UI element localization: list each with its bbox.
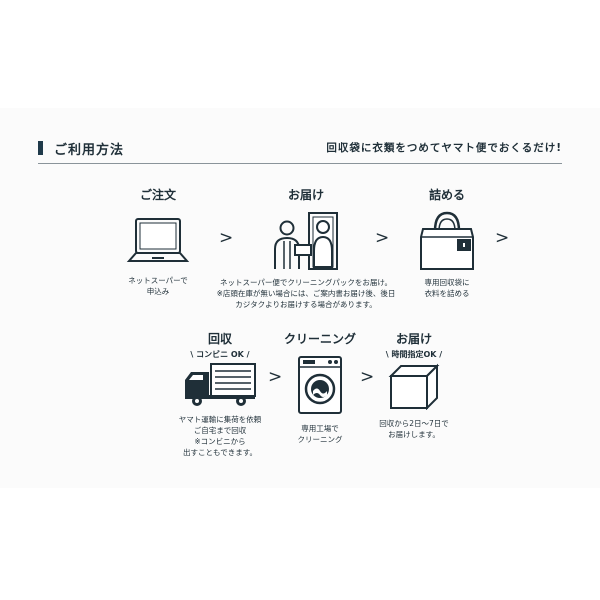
step-desc-line: ヤマト運輸に集荷を依頼 [178,415,262,424]
header-divider [38,163,562,164]
step-desc-line: 申込み [146,287,170,296]
step-desc-line: カジタクよりお届けする場合があります。 [235,300,377,309]
section-tagline: 回収袋に衣類をつめてヤマト便でおくるだけ! [326,142,562,154]
step-title: クリーニング [283,332,356,346]
flow-arrow: > [219,228,234,248]
step-desc-line: ネットスーパー便でクリーニングパックをお届け。 [219,278,393,287]
step-desc-line: 出すこともできます。 [183,448,257,457]
flow-arrow: > [268,367,283,387]
delivery-door-icon [271,211,341,271]
step-title: お届け [287,188,324,202]
flow-arrow: > [360,367,375,387]
step-pickup: 回収 \ コンビニ OK / ヤマト運輸に集荷を依頼 ご自宅まで回収 ※コンビニ… [164,330,276,458]
step-desc-line: お届けします。 [388,430,440,439]
step-delivery: お届け ネットスーパー便でクリーニングパックをお届け。 ※店頭在庫が無い場合には… [206,186,406,310]
step-order: ご注文 ネットスーパーで 申込み [108,186,208,297]
washing-machine-icon [296,355,344,415]
step-desc-line: 専用回収袋に [424,278,470,287]
step-cleaning: クリーニング 専用工場で クリーニング [278,330,362,445]
step-desc-line: ※店頭在庫が無い場合には、ご案内書お届け後、後日 [216,289,396,298]
badge-label: コンビニ OK [196,350,244,359]
section-title: ご利用方法 [54,143,125,158]
laptop-icon [125,213,191,269]
step-title: お届け [395,332,432,346]
step-desc-line: クリーニング [297,435,343,444]
step-title: 詰める [428,188,465,202]
step-title: 回収 [207,332,232,346]
tote-bag-icon [417,209,477,271]
flow-arrow: > [495,228,510,248]
box-icon [387,362,441,410]
step-desc-line: 専用工場で [301,424,339,433]
step-title: ご注文 [139,188,176,202]
time-slot-badge: \ 時間指定OK / [385,350,443,359]
flow-arrow: > [375,228,390,248]
step-desc-line: ※コンビニから [194,437,246,446]
step-pack: 詰める 専用回収袋に 衣料を詰める [402,186,492,299]
step-desc-line: 衣料を詰める [424,289,470,298]
step-desc-line: 回収から2日～7日で [379,419,449,428]
step-desc-line: ネットスーパーで [128,276,188,285]
step-return: お届け \ 時間指定OK / 回収から2日～7日で お届けします。 [364,330,464,440]
section-header: ご利用方法 回収袋に衣類をつめてヤマト便でおくるだけ! [38,137,562,163]
convenience-store-badge: \ コンビニ OK / [190,350,250,359]
step-desc-line: ご自宅まで回収 [193,426,247,435]
content-panel [0,108,600,488]
truck-icon [181,362,259,408]
badge-label: 時間指定OK [391,350,437,359]
header-accent-bar [38,141,43,155]
